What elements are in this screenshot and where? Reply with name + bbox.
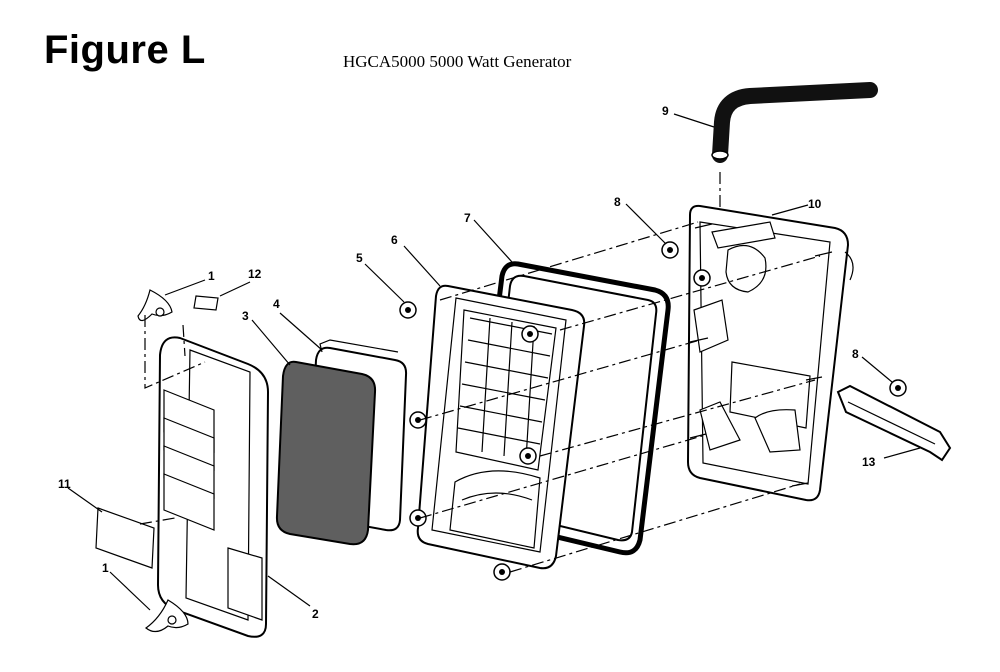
callout-8-top: 8	[614, 195, 621, 209]
callout-2: 2	[312, 607, 319, 621]
part-paper-filter	[275, 360, 377, 546]
model-title: HGCA5000 5000 Watt Generator	[343, 52, 572, 71]
callout-1-bottom: 1	[102, 561, 109, 575]
leader-lines	[67, 113, 921, 611]
part-label	[95, 507, 155, 569]
callout-3: 3	[242, 309, 249, 323]
callout-10: 10	[808, 197, 822, 211]
callout-4: 4	[273, 297, 280, 311]
part-gasket	[471, 261, 671, 556]
part-hose	[711, 82, 878, 163]
callout-7: 7	[464, 211, 471, 225]
callout-6: 6	[391, 233, 398, 247]
assembly-lines	[139, 172, 821, 573]
callout-5: 5	[356, 251, 363, 265]
filter-grid	[457, 317, 553, 461]
callout-13: 13	[862, 455, 876, 469]
part-air-cleaner-base	[686, 204, 854, 502]
callout-11: 11	[58, 477, 71, 491]
part-wing-nut-top	[137, 289, 173, 322]
part-wing-nut-bottom	[145, 599, 189, 633]
part-small-label	[193, 295, 219, 311]
part-bracket	[836, 384, 952, 462]
callout-8-right: 8	[852, 347, 859, 361]
callout-1-top: 1	[208, 269, 215, 283]
hex-nuts	[399, 241, 907, 581]
callout-9: 9	[662, 104, 669, 118]
figure-title: Figure L	[44, 28, 206, 72]
studs	[689, 223, 833, 487]
callout-labels: 1 12 4 3 5 6 7 9 8 10 8 13 11 1 2	[58, 104, 876, 621]
part-cover	[156, 336, 270, 638]
callout-12: 12	[248, 267, 262, 281]
part-filter-housing	[416, 284, 586, 570]
